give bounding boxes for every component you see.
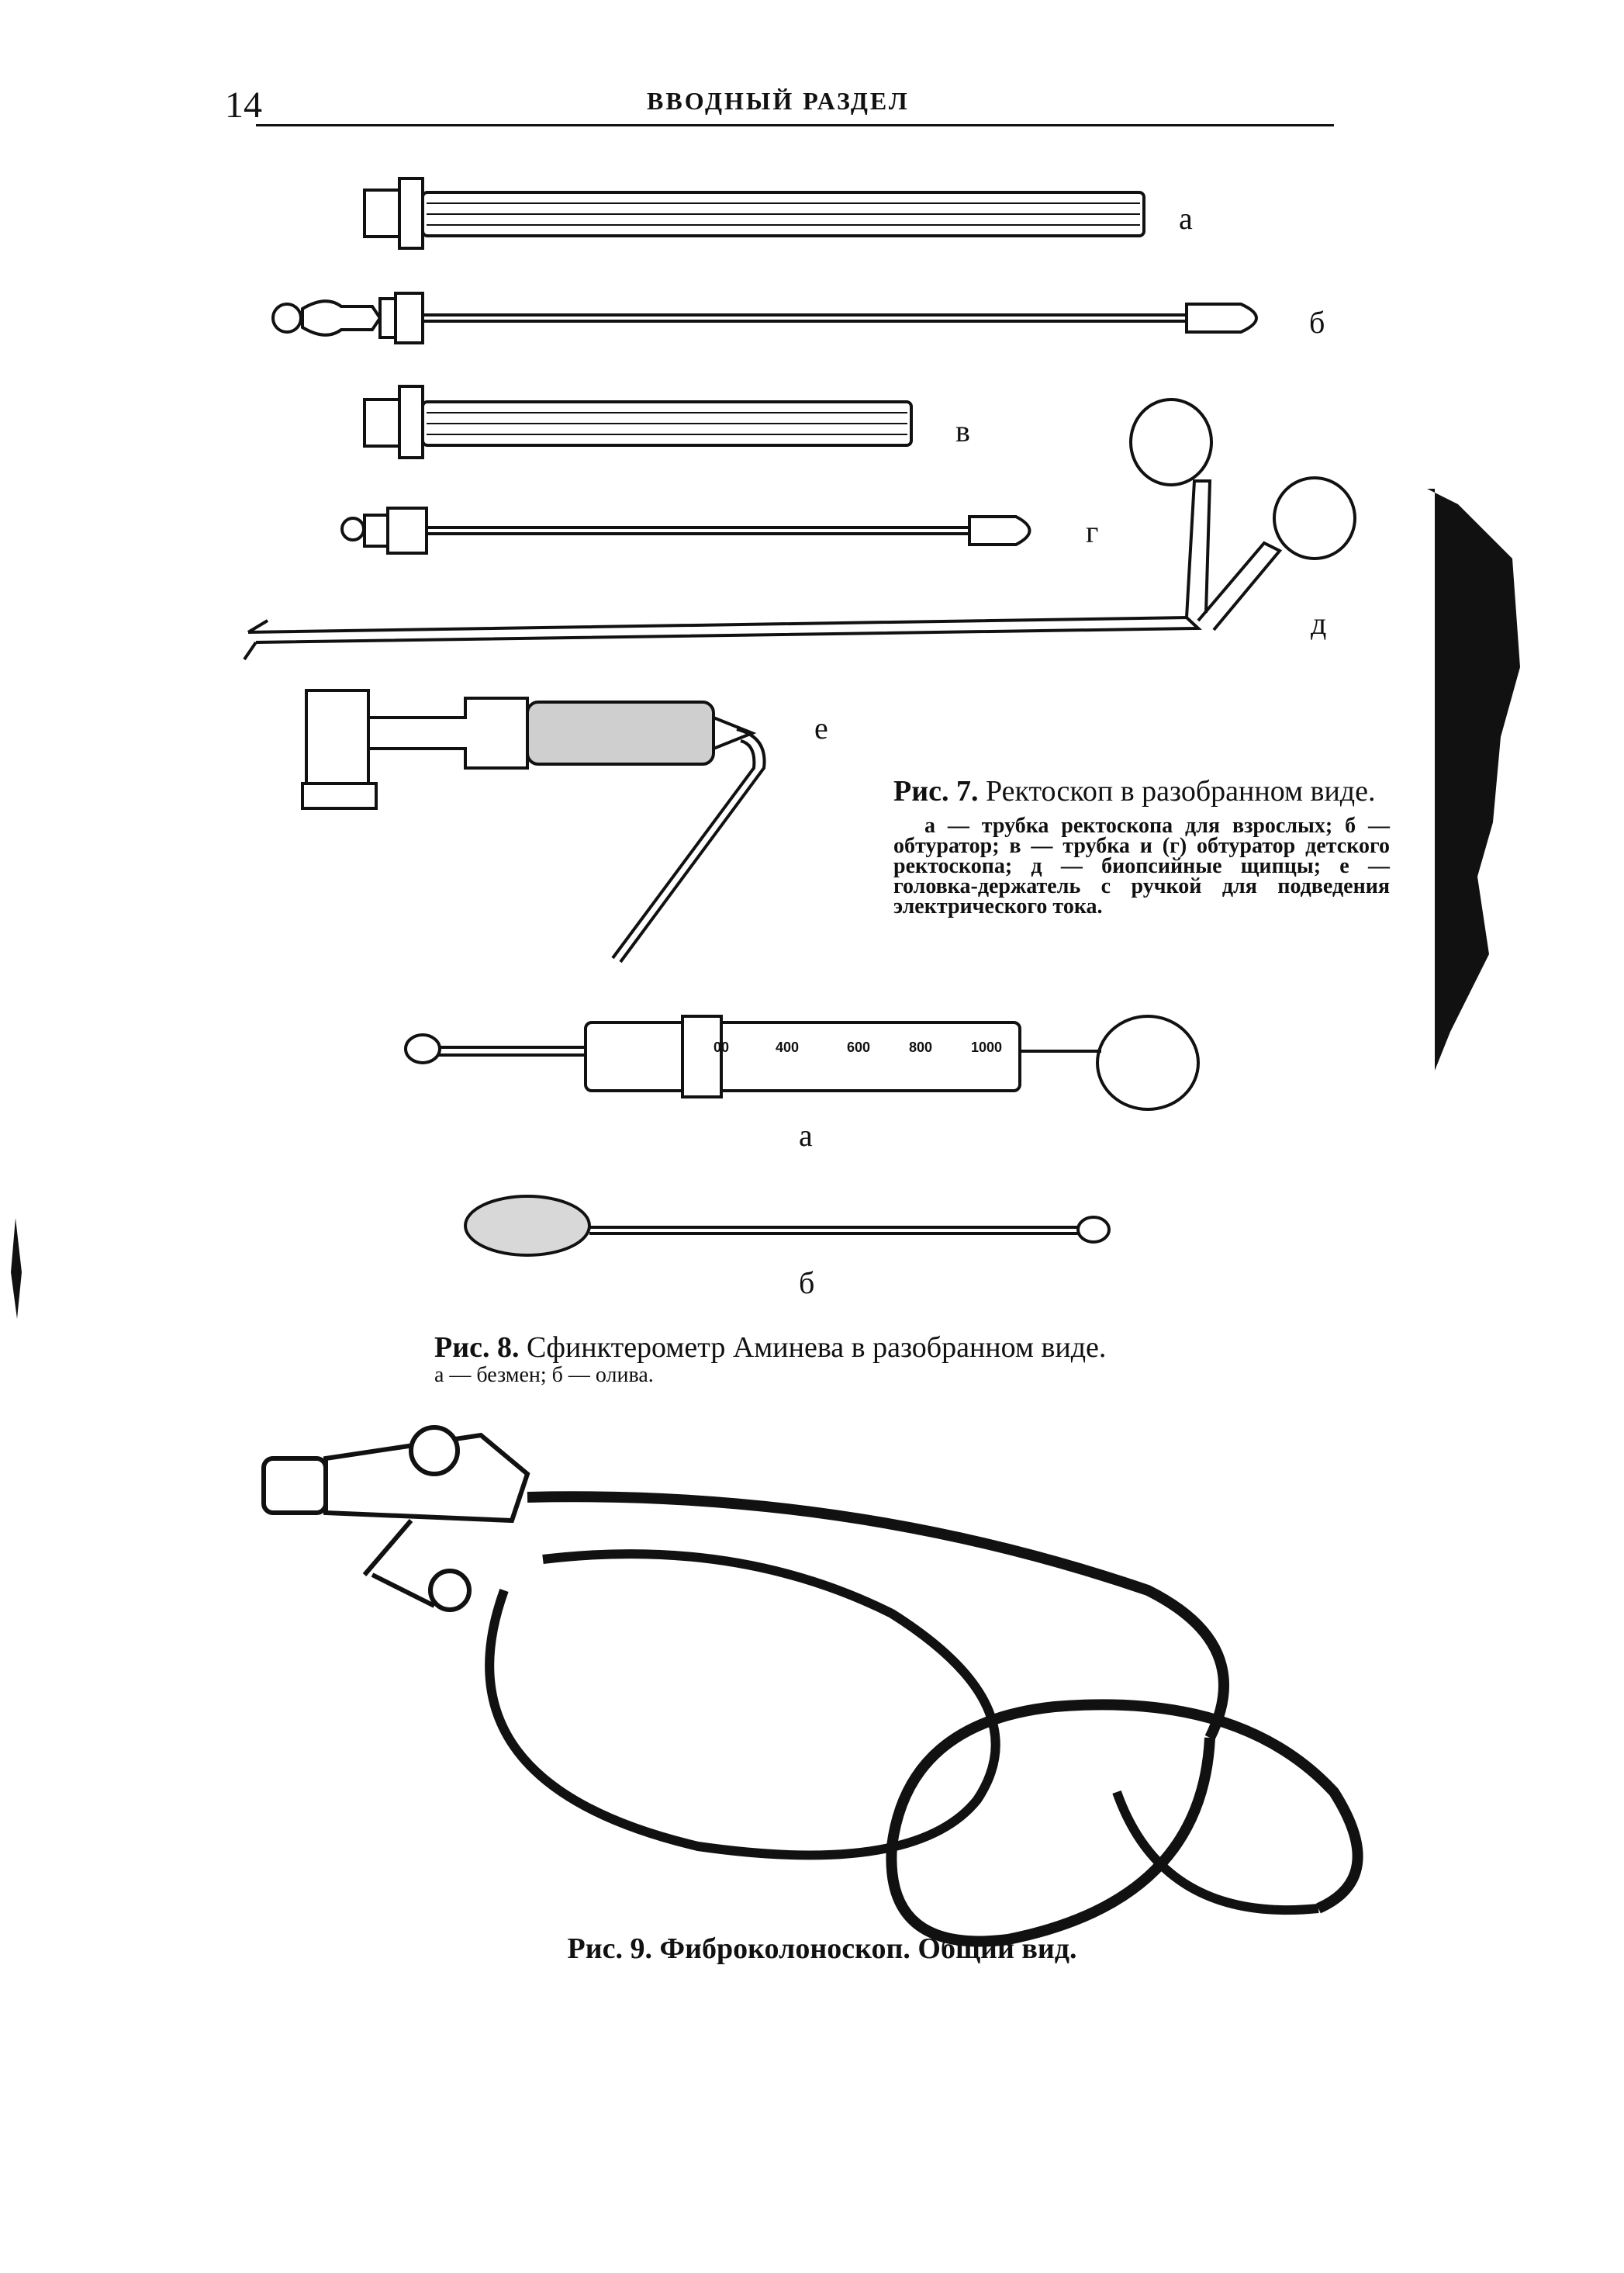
fig9-caption-prefix: Рис. 9.: [567, 1932, 652, 1965]
fig8-scale-tick: 00: [714, 1040, 730, 1055]
fig9-caption: Рис. 9. Фиброколоноскоп. Общий вид.: [434, 1932, 1210, 1966]
fig8-caption-prefix: Рис. 8.: [434, 1331, 520, 1364]
fig7-tube-adult: [363, 177, 1145, 250]
page-number: 14: [225, 85, 262, 126]
fig9-fibrocolonoscope: [261, 1425, 1363, 1947]
fig7-caption-title: Рис. 7. Ректоскоп в разобранном виде.: [893, 774, 1390, 808]
fig7-obturator: [271, 292, 1258, 344]
fig9-caption-title: Рис. 9. Фиброколоноскоп. Общий вид.: [434, 1932, 1210, 1966]
fig9-caption-text: Фиброколоноскоп. Общий вид.: [659, 1932, 1077, 1965]
running-head: ВВОДНЫЙ РАЗДЕЛ: [647, 87, 910, 115]
fig7-label-b: б: [1309, 305, 1325, 340]
fig8-caption-title: Рис. 8. Сфинктерометр Аминева в разобран…: [434, 1330, 1210, 1365]
fig7-legend: а — трубка ректоскопа для взрослых; б — …: [893, 814, 1390, 919]
fig7-label-v: в: [955, 413, 970, 448]
fig8-scale-tick: 1000: [971, 1040, 1003, 1055]
fig7-label-e: е: [814, 711, 828, 746]
fig8-caption: Рис. 8. Сфинктерометр Аминева в разобран…: [434, 1330, 1210, 1386]
fig8-olive: [464, 1195, 1111, 1257]
fig7-obturator-child: [340, 507, 1031, 555]
fig8-dynamometer: [404, 1015, 1200, 1111]
header-rule: [256, 124, 1334, 126]
fig8-caption-text: Сфинктерометр Аминева в разобранном виде…: [526, 1331, 1107, 1364]
fig7-caption: Рис. 7. Ректоскоп в разобранном виде. а …: [893, 774, 1390, 919]
fig7-caption-text: Ректоскоп в разобранном виде.: [985, 775, 1376, 808]
fig7-tube-child: [363, 385, 913, 459]
fig7-label-d: д: [1311, 606, 1327, 641]
fig8-label-b: б: [799, 1265, 815, 1300]
scan-shadow: [1427, 489, 1520, 1071]
fig7-head-holder: [301, 689, 766, 964]
fig8-scale-tick: 400: [776, 1040, 800, 1055]
fig8-scale-tick: 800: [909, 1040, 933, 1055]
scan-mark: [11, 1218, 22, 1319]
fig8-scale-tick: 600: [847, 1040, 871, 1055]
fig8-label-a: а: [799, 1118, 813, 1153]
fig7-label-a: а: [1179, 201, 1193, 236]
fig7-caption-prefix: Рис. 7.: [893, 775, 979, 808]
fig7-label-g: г: [1086, 514, 1099, 549]
fig7-biopsy-forceps: [243, 398, 1356, 661]
fig8-legend: а — безмен; б — олива.: [434, 1363, 654, 1387]
